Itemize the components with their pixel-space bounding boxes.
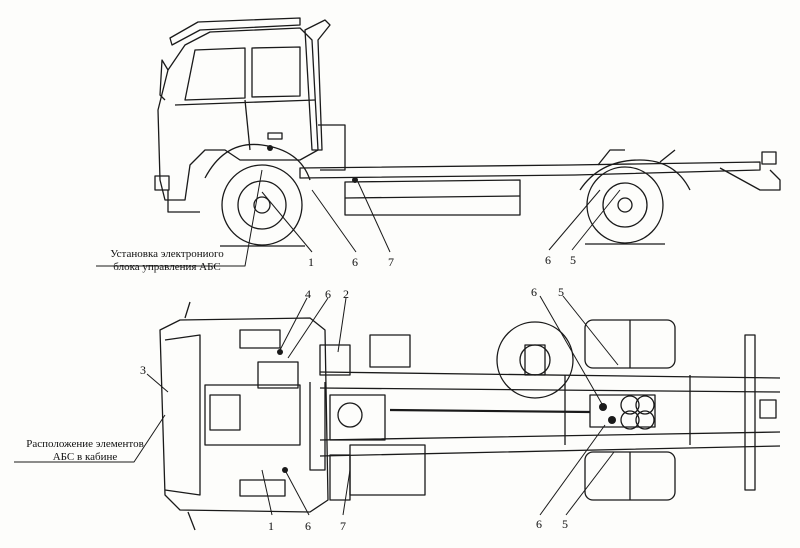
cabin-caption-line1: Расположение элементов [26, 438, 144, 450]
plan-callout-5-bottom: 5 [562, 517, 568, 531]
plan-callout-6-rear-bottom: 6 [536, 517, 542, 531]
plan-view-truck [159, 301, 781, 531]
rear-fender [579, 159, 691, 191]
side-callout-6a: 6 [352, 255, 358, 269]
cabin-elements-caption: Расположение элементов АБС в кабине [10, 438, 160, 464]
side-view-truck [154, 17, 781, 216]
plan-callout-4: 4 [305, 287, 311, 301]
side-callout-6b: 6 [545, 253, 551, 267]
cab-window-front [184, 47, 246, 101]
plan-engine-tunnel [204, 384, 301, 446]
cab-window-side [251, 46, 301, 98]
plan-callout-5-top: 5 [558, 285, 564, 299]
plan-chassis-rails [319, 371, 781, 457]
engine-block [318, 124, 346, 171]
cab-body [157, 27, 319, 201]
spare-wheel [496, 321, 574, 399]
rear-wheel-tyre [586, 166, 664, 244]
plan-air-tank [257, 361, 299, 389]
rear-crossmember [744, 334, 756, 491]
plan-callout-6-top: 6 [325, 287, 331, 301]
rear-axle-housing [589, 394, 656, 428]
plan-fuel-tank [349, 444, 426, 496]
abs-components [267, 145, 616, 473]
air-intake-stack [304, 19, 331, 151]
cabin-caption-line2: АБС в кабине [52, 451, 118, 463]
plan-windscreen [164, 334, 201, 496]
plan-callout-7: 7 [340, 519, 346, 533]
plan-cab [159, 317, 329, 513]
leader-lines [14, 169, 621, 516]
fuel-tank-side [344, 179, 521, 216]
side-callout-1: 1 [308, 255, 314, 269]
battery-box [369, 334, 411, 368]
side-callout-5: 5 [570, 253, 576, 267]
front-wheel-arch [204, 143, 311, 181]
plan-callout-2: 2 [343, 287, 349, 301]
side-callout-7: 7 [388, 255, 394, 269]
ecu-caption-line2: блока управления АБС [113, 261, 221, 273]
plan-gearbox [329, 394, 386, 441]
plan-callout-6-rear: 6 [531, 285, 537, 299]
side-wheels [220, 164, 665, 247]
plan-callout-6-bottom: 6 [305, 519, 311, 533]
chassis-frame-rail [299, 161, 761, 179]
front-wheel-tyre [221, 164, 303, 246]
propeller-shaft [389, 408, 591, 414]
cab-roof-spoiler [169, 17, 301, 46]
rear-coupling [719, 167, 781, 191]
plan-callout-3: 3 [140, 363, 146, 377]
plan-callout-1: 1 [268, 519, 274, 533]
ecu-installation-caption: Установка электрониого блока управления … [92, 248, 242, 274]
ecu-caption-line1: Установка электрониого [110, 248, 224, 260]
